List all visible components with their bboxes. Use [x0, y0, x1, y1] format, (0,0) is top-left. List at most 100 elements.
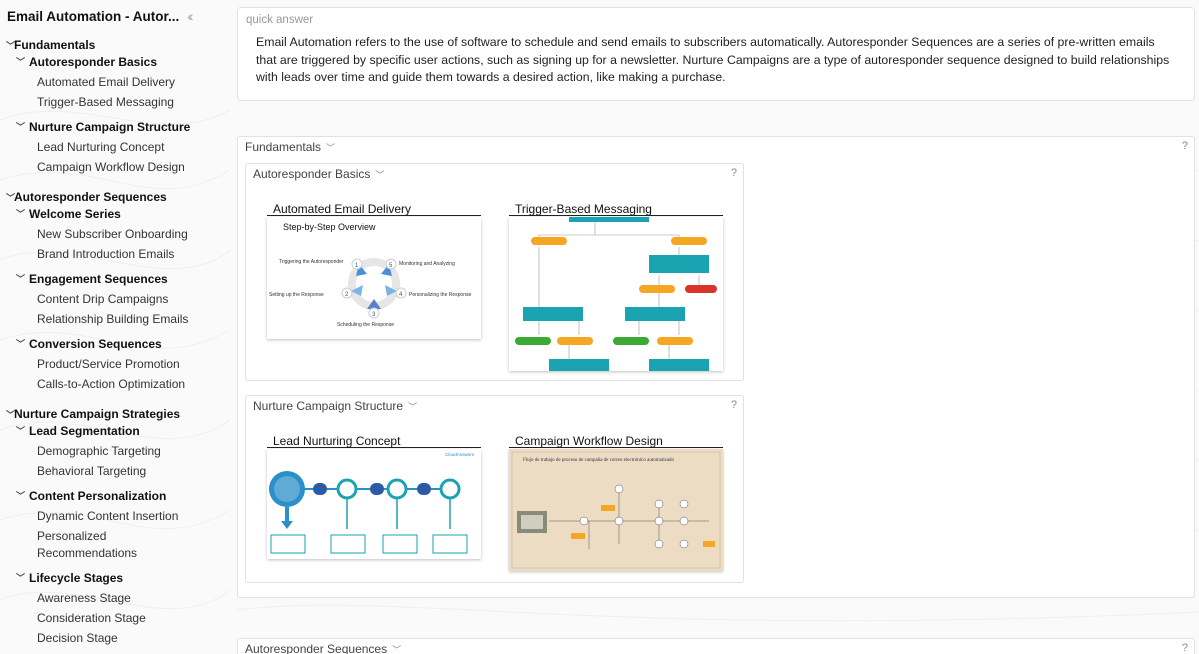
chevron-down-icon[interactable]: ﹀ — [16, 491, 26, 501]
tree-item-lead-nurturing-concept[interactable]: Lead Nurturing Concept — [37, 140, 165, 154]
tree-section-autoresponder-sequences[interactable]: ﹀ Autoresponder Sequences — [0, 188, 222, 205]
tree-group-label: Lead Segmentation — [29, 423, 140, 438]
thumbnail-campaign-workflow[interactable]: Flujo de trabajo de proceso de campaña d… — [509, 449, 723, 571]
chevron-down-icon[interactable]: ﹀ — [16, 122, 26, 132]
card-title: Campaign Workflow Design — [509, 434, 723, 448]
tree-item-decision-stage[interactable]: Decision Stage — [37, 631, 118, 645]
chevron-down-icon[interactable]: ﹀ — [408, 401, 418, 412]
svg-text:3: 3 — [372, 312, 376, 318]
svg-text:1: 1 — [355, 263, 359, 269]
tree-item-brand-introduction-emails[interactable]: Brand Introduction Emails — [37, 247, 175, 261]
autoresponder-basics-header[interactable]: Autoresponder Basics ﹀ — [246, 164, 743, 184]
quick-answer-box: quick answer Email Automation refers to … — [237, 7, 1195, 101]
help-icon[interactable]: ? — [730, 399, 737, 411]
chevron-down-icon[interactable]: ﹀ — [6, 409, 16, 420]
tree-item-calls-to-action-optimization[interactable]: Calls-to-Action Optimization — [37, 377, 186, 391]
tree-item-new-subscriber-onboarding[interactable]: New Subscriber Onboarding — [37, 227, 188, 241]
help-icon[interactable]: ? — [1181, 642, 1188, 654]
workflow-title: Flujo de trabajo de proceso de campaña d… — [523, 458, 675, 463]
chevron-down-icon[interactable]: ﹀ — [16, 274, 26, 284]
tree-item-relationship-building-emails[interactable]: Relationship Building Emails — [37, 312, 189, 326]
brand-label: CloudAnswers — [445, 452, 475, 457]
tree-group-label: Nurture Campaign Structure — [29, 119, 191, 134]
autoresponder-sequences-panel: Autoresponder Sequences ﹀ ? — [237, 638, 1195, 654]
tree-item-behavioral-targeting[interactable]: Behavioral Targeting — [37, 464, 147, 478]
tree-section-nurture-campaign-strategies[interactable]: ﹀ Nurture Campaign Strategies — [0, 405, 222, 422]
tree-group-lead-segmentation[interactable]: ﹀ Lead Segmentation — [0, 422, 222, 439]
card-campaign-workflow-design[interactable]: Campaign Workflow Design Flujo de trabaj… — [509, 434, 723, 571]
quick-answer-text: Email Automation refers to the use of so… — [256, 35, 1170, 84]
svg-text:2: 2 — [345, 292, 349, 298]
tree-item-product-service-promotion[interactable]: Product/Service Promotion — [37, 357, 180, 371]
sidebar-header: Email Automation - Autor... ‹‹ — [0, 0, 222, 32]
tree-group-engagement-sequences[interactable]: ﹀ Engagement Sequences — [0, 270, 222, 287]
tree-item-content-drip-campaigns[interactable]: Content Drip Campaigns — [37, 292, 169, 306]
thumbnail-trigger-flowchart[interactable] — [509, 217, 723, 371]
tree-group-lifecycle-stages[interactable]: ﹀ Lifecycle Stages — [0, 569, 222, 586]
trigger-flowchart-graphic — [509, 217, 723, 371]
sidebar: Email Automation - Autor... ‹‹ ﹀ Fundame… — [0, 0, 222, 654]
svg-text:5: 5 — [389, 263, 393, 269]
tree-group-nurture-campaign-structure[interactable]: ﹀ Nurture Campaign Structure — [0, 118, 222, 135]
tree-item-campaign-workflow-design[interactable]: Campaign Workflow Design — [37, 160, 185, 174]
thumbnail-lead-nurturing[interactable]: CloudAnswers — [267, 449, 481, 559]
help-icon[interactable]: ? — [1181, 140, 1188, 152]
tree-item-trigger-based-messaging[interactable]: Trigger-Based Messaging — [37, 95, 174, 109]
tree-group-content-personalization[interactable]: ﹀ Content Personalization — [0, 487, 222, 504]
chevron-down-icon[interactable]: ﹀ — [6, 40, 16, 51]
help-icon[interactable]: ? — [730, 167, 737, 179]
chevron-down-icon[interactable]: ﹀ — [375, 169, 385, 180]
card-trigger-based-messaging[interactable]: Trigger-Based Messaging — [509, 202, 723, 371]
fundamentals-panel: Fundamentals ﹀ ? Autoresponder Basics ﹀ … — [237, 136, 1195, 598]
tree-group-label: Engagement Sequences — [29, 271, 168, 286]
step-overview-graphic: Step-by-Step Overview 1 2 3 — [267, 217, 481, 339]
chevron-down-icon[interactable]: ﹀ — [16, 426, 26, 436]
chevron-down-icon[interactable]: ﹀ — [16, 57, 26, 67]
card-title: Automated Email Delivery — [267, 202, 481, 216]
tree-item-demographic-targeting[interactable]: Demographic Targeting — [37, 444, 161, 458]
tree-group-label: Welcome Series — [29, 206, 121, 221]
card-title: Trigger-Based Messaging — [509, 202, 723, 216]
tree-item-automated-email-delivery[interactable]: Automated Email Delivery — [37, 75, 176, 89]
nurture-campaign-structure-panel: Nurture Campaign Structure ﹀ ? Lead Nurt… — [245, 395, 744, 583]
panel-title: Nurture Campaign Structure — [253, 399, 404, 413]
autoresponder-sequences-header[interactable]: Autoresponder Sequences ﹀ — [238, 639, 1194, 654]
tree-group-conversion-sequences[interactable]: ﹀ Conversion Sequences — [0, 335, 222, 352]
tree-item-awareness-stage[interactable]: Awareness Stage — [37, 591, 131, 605]
tree-section-label: Fundamentals — [14, 37, 96, 52]
fundamentals-panel-header[interactable]: Fundamentals ﹀ — [238, 137, 1194, 157]
tree-section-label: Autoresponder Sequences — [14, 189, 167, 204]
autoresponder-basics-panel: Autoresponder Basics ﹀ ? Automated Email… — [245, 163, 744, 381]
chevron-down-icon[interactable]: ﹀ — [6, 192, 16, 203]
panel-title: Autoresponder Sequences — [245, 642, 388, 654]
chevron-down-icon[interactable]: ﹀ — [16, 209, 26, 219]
lead-nurturing-graphic: CloudAnswers — [267, 449, 481, 559]
card-title: Lead Nurturing Concept — [267, 434, 481, 448]
tree-item-consideration-stage[interactable]: Consideration Stage — [37, 611, 146, 625]
step-overview-title: Step-by-Step Overview — [283, 222, 376, 232]
tree-section-fundamentals[interactable]: ﹀ Fundamentals — [0, 36, 222, 53]
panel-title: Fundamentals — [245, 140, 322, 154]
card-lead-nurturing-concept[interactable]: Lead Nurturing Concept CloudAnswers — [267, 434, 481, 559]
document-title: Email Automation - Autor... — [7, 8, 180, 24]
step-5-label: Monitoring and Analyzing — [399, 261, 455, 267]
tree-group-autoresponder-basics[interactable]: ﹀ Autoresponder Basics — [0, 53, 222, 70]
card-automated-email-delivery[interactable]: Automated Email Delivery Step-by-Step Ov… — [267, 202, 481, 339]
tree-group-label: Lifecycle Stages — [29, 570, 124, 585]
thumbnail-step-overview[interactable]: Step-by-Step Overview 1 2 3 — [267, 217, 481, 339]
tree-group-welcome-series[interactable]: ﹀ Welcome Series — [0, 205, 222, 222]
chevron-down-icon[interactable]: ﹀ — [16, 573, 26, 583]
chevron-down-icon[interactable]: ﹀ — [16, 339, 26, 349]
tree-group-label: Content Personalization — [29, 488, 167, 503]
tree-group-label: Autoresponder Basics — [29, 54, 158, 69]
quick-answer-label: quick answer — [246, 14, 314, 26]
double-chevron-left-icon[interactable]: ‹‹ — [187, 8, 194, 24]
step-3-label: Scheduling the Response — [337, 322, 394, 328]
chevron-down-icon[interactable]: ﹀ — [326, 142, 336, 153]
tree-item-dynamic-content-insertion[interactable]: Dynamic Content Insertion — [37, 509, 179, 523]
nurture-campaign-structure-header[interactable]: Nurture Campaign Structure ﹀ — [246, 396, 743, 416]
chevron-down-icon[interactable]: ﹀ — [392, 644, 402, 654]
tree-item-personalized-recommendations[interactable]: Personalized Recommendations — [37, 529, 138, 560]
campaign-workflow-graphic: Flujo de trabajo de proceso de campaña d… — [509, 449, 723, 571]
svg-text:4: 4 — [399, 292, 403, 298]
